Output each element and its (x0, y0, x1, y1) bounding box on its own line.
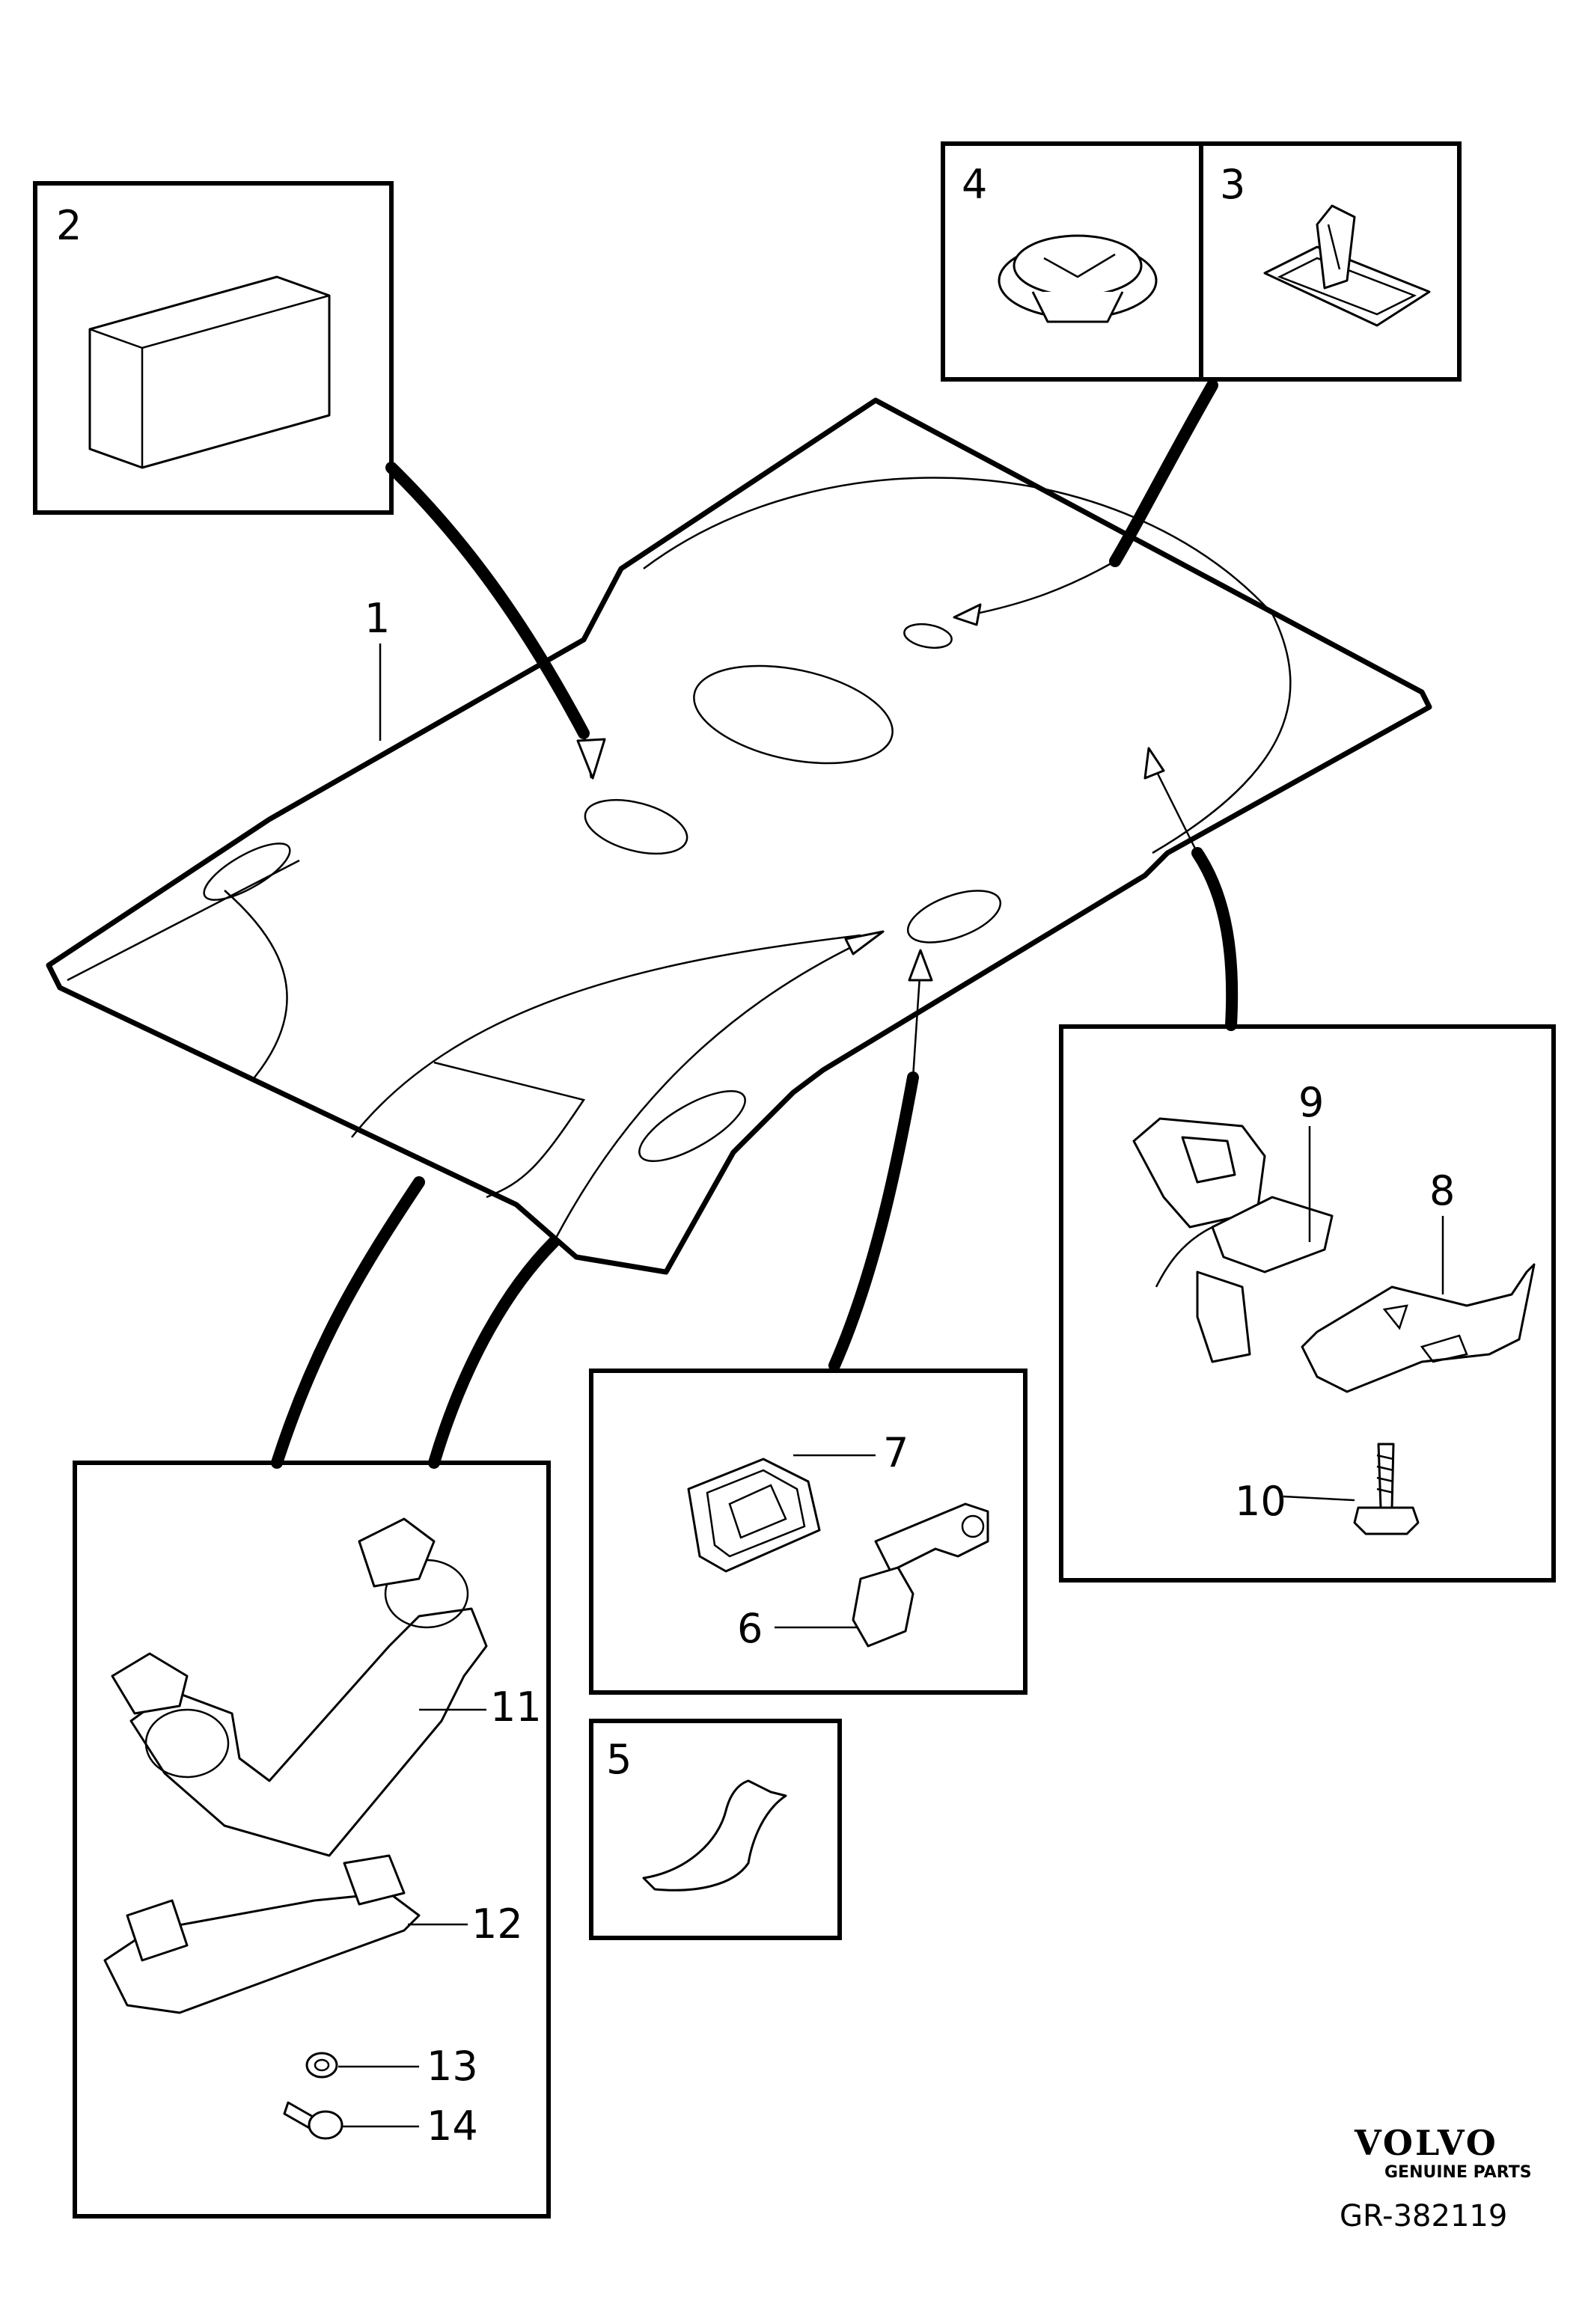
box-part-2 (33, 181, 394, 515)
diagram-reference: GR-382119 (1340, 2199, 1507, 2233)
callout-2: 2 (56, 202, 82, 249)
callout-12: 12 (471, 1901, 523, 1948)
callout-13: 13 (427, 2043, 478, 2090)
box-parts-8-9-10 (1059, 1024, 1556, 1583)
clip-3-icon (1263, 204, 1431, 327)
volvo-logo: VOLVO GENUINE PARTS (1354, 2123, 1532, 2182)
washer-13-icon (305, 2052, 419, 2079)
box-parts-6-7 (589, 1369, 1027, 1695)
callout-7: 7 (883, 1429, 909, 1476)
tape-5-icon (642, 1779, 787, 1892)
bracket-8-icon (1301, 1216, 1536, 1393)
arrow-11-line (552, 938, 869, 1243)
lamp-housing-9-icon (1132, 1117, 1334, 1363)
grab-handle-12-icon (103, 1854, 468, 2014)
arrow-8-stem (1191, 847, 1239, 1031)
screw-10-icon (1283, 1443, 1420, 1535)
arrow-2-head (576, 738, 606, 780)
arrow-6-head (908, 949, 933, 982)
arrow-2-stem (385, 462, 590, 739)
arrow-6-stem (828, 1071, 919, 1372)
box-part-3 (1199, 141, 1462, 382)
box-part-5 (589, 1719, 842, 1940)
arrow-11-stem-a (271, 1176, 425, 1469)
arrow-3-stem (1109, 379, 1218, 567)
callout-10: 10 (1235, 1478, 1286, 1525)
foam-pad-icon (88, 275, 331, 469)
callout-5: 5 (606, 1736, 632, 1783)
callout-3: 3 (1220, 161, 1245, 208)
arrow-11-stem-b (428, 1236, 560, 1469)
grab-handle-11-icon (111, 1517, 488, 1857)
callout-9: 9 (1298, 1079, 1324, 1126)
arrow-6-line (911, 964, 922, 1078)
callout-6: 6 (737, 1605, 763, 1652)
box-parts-11-14 (73, 1461, 551, 2218)
arrow-3-head (953, 603, 982, 626)
clip-4-icon (998, 234, 1158, 323)
brand-name: VOLVO (1354, 2123, 1498, 2163)
brand-tagline: GENUINE PARTS (1384, 2163, 1532, 2182)
cover-7-icon (687, 1454, 876, 1573)
arrow-11-head (844, 930, 885, 955)
callout-8: 8 (1429, 1167, 1455, 1214)
arrow-8-head (1143, 747, 1165, 780)
callout-14: 14 (427, 2103, 478, 2150)
callout-4: 4 (962, 161, 987, 208)
screw-14-icon (283, 2101, 419, 2140)
callout-11: 11 (490, 1684, 542, 1731)
clip-6-icon (775, 1502, 989, 1648)
callout-1: 1 (364, 595, 390, 642)
